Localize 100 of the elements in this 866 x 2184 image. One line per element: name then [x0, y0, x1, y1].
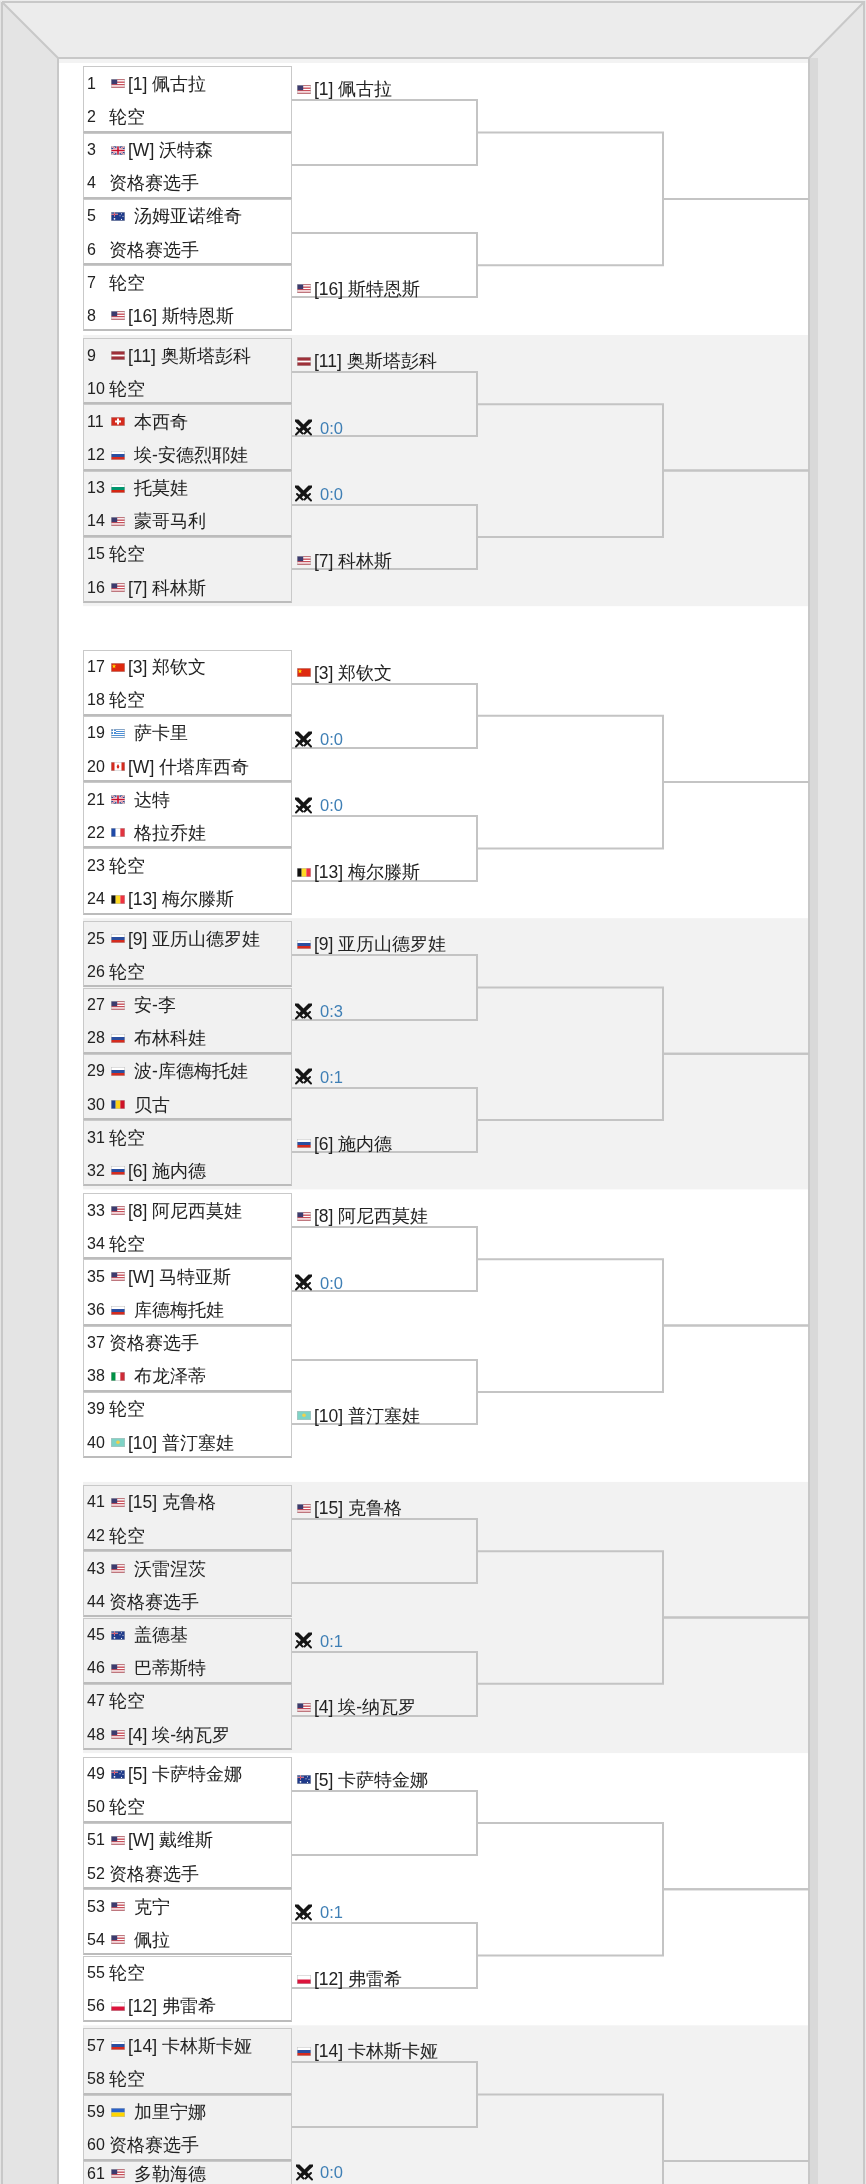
player-name: [W] 什塔库西奇 — [128, 756, 250, 777]
player-name: 萨卡里 — [134, 723, 188, 744]
player-name: 资格赛选手 — [109, 1591, 199, 1612]
draw-number: 3 — [87, 140, 96, 161]
match-box — [83, 921, 292, 988]
draw-number: 38 — [87, 1366, 105, 1387]
draw-number: 39 — [87, 1399, 105, 1420]
match-score: 0:1 — [320, 1066, 343, 1087]
match-box — [83, 1484, 292, 1552]
bracket-box — [292, 232, 478, 299]
player-name: [W] 沃特森 — [128, 140, 214, 161]
draw-number: 50 — [87, 1797, 105, 1818]
player-name: [15] 克鲁格 — [314, 1498, 403, 1519]
draw-number: 40 — [87, 1432, 105, 1453]
player-name: [4] 埃-纳瓦罗 — [314, 1697, 417, 1718]
draw-number: 47 — [87, 1691, 105, 1712]
match-box — [83, 2094, 292, 2161]
draw-number: 13 — [87, 478, 105, 499]
player-name: [7] 科林斯 — [128, 577, 207, 598]
match-score: 0:0 — [320, 417, 343, 438]
bracket-line — [477, 469, 810, 538]
draw-number: 57 — [87, 2035, 105, 2056]
player-name: [13] 梅尔滕斯 — [314, 862, 421, 883]
draw-number: 4 — [87, 173, 96, 194]
draw-number: 37 — [87, 1333, 105, 1354]
draw-number: 22 — [87, 822, 105, 843]
draw-number: 6 — [87, 239, 96, 260]
player-name: 汤姆亚诺维奇 — [134, 206, 242, 227]
player-name: [13] 梅尔滕斯 — [128, 889, 235, 910]
bracket-box — [292, 1358, 478, 1426]
draw-number: 30 — [87, 1094, 105, 1115]
player-name: [5] 卡萨特金娜 — [314, 1769, 429, 1790]
player-name: [15] 克鲁格 — [128, 1492, 217, 1513]
player-name: 本西奇 — [134, 411, 188, 432]
draw-number: 58 — [87, 2069, 105, 2089]
match-box — [83, 1120, 292, 1187]
player-name: [14] 卡林斯卡娅 — [128, 2035, 253, 2056]
player-name: 布林科娃 — [134, 1028, 206, 1049]
player-name: [3] 郑钦文 — [314, 662, 393, 683]
player-name: 轮空 — [109, 1691, 145, 1712]
draw-number: 28 — [87, 1028, 105, 1049]
player-name: 达特 — [134, 789, 170, 810]
draw-number: 33 — [87, 1200, 105, 1221]
bracket-line — [477, 1616, 810, 1685]
draw-number: 41 — [87, 1492, 105, 1513]
player-name: 布龙泽蒂 — [134, 1366, 206, 1387]
player-name: [16] 斯特恩斯 — [128, 305, 235, 326]
player-name: [11] 奥斯塔彭科 — [314, 351, 437, 372]
draw-number: 23 — [87, 855, 105, 876]
draw-number: 2 — [87, 107, 96, 127]
match-box — [83, 404, 292, 471]
draw-number: 9 — [87, 345, 96, 366]
player-name: [11] 奥斯塔彭科 — [128, 345, 251, 366]
draw-number: 16 — [87, 577, 105, 598]
match-box — [83, 715, 292, 783]
match-box — [83, 1955, 292, 2022]
draw-number: 56 — [87, 1996, 105, 2017]
match-score: 0:1 — [320, 1902, 343, 1923]
match-box — [83, 2160, 292, 2184]
draw-number: 60 — [87, 2135, 105, 2156]
player-name: [W] 戴维斯 — [128, 1830, 214, 1851]
match-score: 0:0 — [320, 1272, 343, 1293]
match-score: 0:0 — [320, 795, 343, 816]
match-score: 0:0 — [320, 729, 343, 750]
player-name: 轮空 — [109, 1233, 145, 1254]
match-box — [83, 536, 292, 604]
draw-number: 26 — [87, 961, 105, 982]
player-name: 埃-安德烈耶娃 — [134, 445, 248, 465]
draw-number: 55 — [87, 1963, 105, 1984]
bracket-line — [477, 1052, 810, 1122]
player-name: [10] 普汀塞娃 — [128, 1432, 235, 1453]
draw-number: 24 — [87, 889, 105, 910]
match-box — [83, 198, 292, 266]
player-name: 克宁 — [134, 1896, 170, 1917]
match-box — [83, 1889, 292, 1956]
player-name: 轮空 — [109, 1525, 145, 1546]
draw-number: 5 — [87, 206, 96, 227]
player-name: 加里宁娜 — [134, 2102, 206, 2123]
player-name: [6] 施内德 — [128, 1160, 207, 1181]
player-name: 巴蒂斯特 — [134, 1658, 206, 1679]
player-name: [10] 普汀塞娃 — [314, 1405, 421, 1426]
draw-number: 53 — [87, 1896, 105, 1917]
player-name: 资格赛选手 — [109, 173, 199, 194]
player-name: [9] 亚历山德罗娃 — [314, 934, 447, 955]
player-name: 蒙哥马利 — [134, 511, 206, 532]
draw-number: 48 — [87, 1724, 105, 1745]
player-name: 轮空 — [109, 544, 145, 565]
draw-number: 27 — [87, 995, 105, 1016]
player-name: [6] 施内德 — [314, 1133, 393, 1154]
player-name: 贝古 — [134, 1094, 170, 1115]
draw-number: 54 — [87, 1929, 105, 1950]
match-box — [83, 2028, 292, 2095]
draw-number: 17 — [87, 657, 105, 678]
player-name: [5] 卡萨特金娜 — [128, 1764, 243, 1785]
player-name: [1] 佩古拉 — [128, 73, 207, 94]
match-box — [83, 66, 292, 133]
player-name: 轮空 — [109, 1127, 145, 1148]
player-name: [7] 科林斯 — [314, 550, 393, 571]
draw-number: 44 — [87, 1591, 105, 1612]
player-name: [12] 弗雷希 — [314, 1969, 403, 1990]
